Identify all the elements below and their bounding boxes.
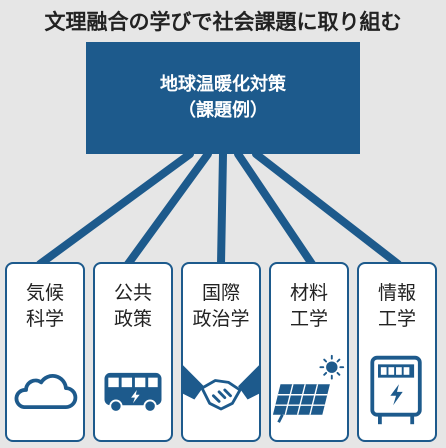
field-label: 材料 工学 [289,282,328,330]
handshake-icon [183,350,259,430]
field-card-international-politics: 国際 政治学 [181,262,261,442]
diagram-title: 文理融合の学びで社会課題に取り組む [44,10,402,34]
field-label: 気候 科学 [25,282,64,330]
field-card-climate-science: 気候 科学 [5,262,85,442]
field-card-materials-engineering: 材料 工学 [269,262,349,442]
cloud-icon [7,350,83,430]
bus-icon [95,350,171,430]
connector-line-2 [124,150,212,268]
field-card-public-policy: 公共 政策 [93,262,173,442]
central-topic-subtitle: （課題例） [178,100,268,121]
connector-line-4 [234,150,316,268]
sun-icon [319,354,345,380]
field-label: 国際 政治学 [192,282,250,330]
connector-line-5 [252,150,402,268]
smart-meter-icon [359,350,435,430]
field-label: 公共 政策 [113,282,152,330]
central-topic-box: 地球温暖化対策 （課題例） [86,42,360,154]
connector-line-3 [217,150,227,268]
central-topic-title: 地球温暖化対策 [160,74,286,95]
connector-line-1 [36,150,194,268]
solar-panel-icon [271,350,347,430]
field-label: 情報 工学 [377,282,416,330]
field-card-information-engineering: 情報 工学 [357,262,437,442]
